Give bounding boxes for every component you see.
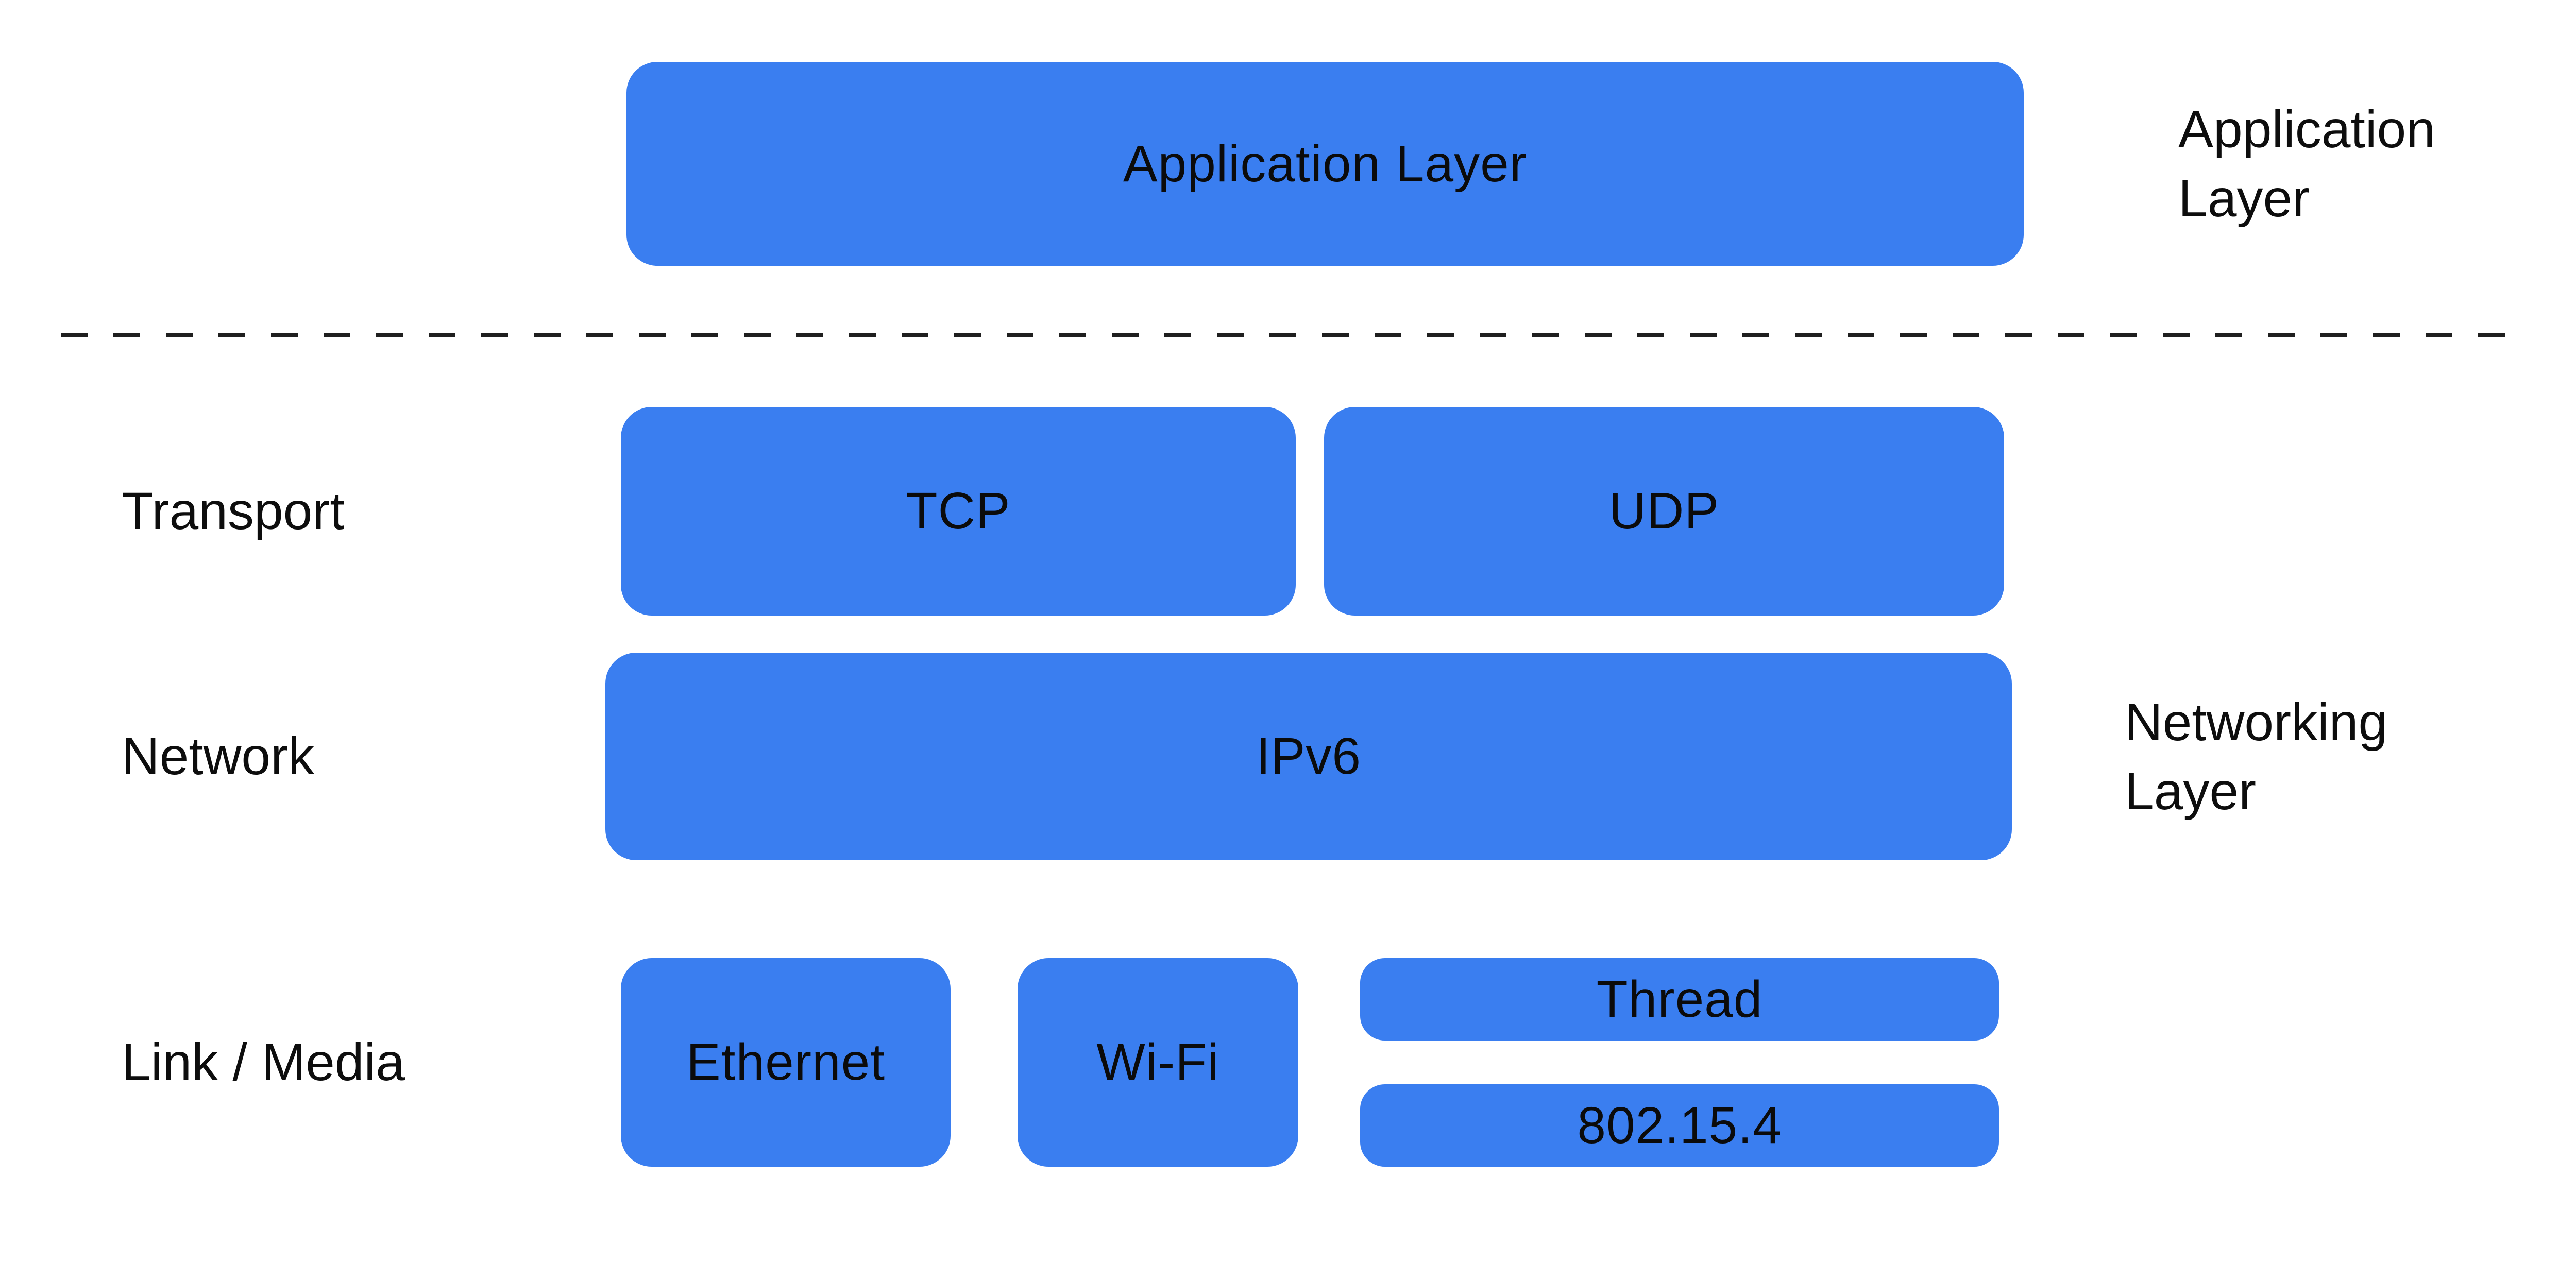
wifi-box: Wi-Fi (1018, 958, 1298, 1167)
networking-side-label-line2: Layer (2125, 761, 2257, 821)
ethernet-box-label: Ethernet (686, 1033, 886, 1091)
network-row-label-text: Network (122, 727, 315, 786)
transport-row-label-text: Transport (122, 482, 345, 540)
network-row-label: Network (122, 653, 314, 860)
link-media-row-label: Link / Media (122, 958, 405, 1167)
ieee-802-15-4-box: 802.15.4 (1360, 1084, 1999, 1167)
link-media-row-label-text: Link / Media (122, 1033, 405, 1092)
tcp-box: TCP (621, 407, 1296, 616)
ipv6-box: IPv6 (605, 653, 2012, 860)
wifi-box-label: Wi-Fi (1096, 1033, 1219, 1091)
application-layer-box: Application Layer (626, 62, 2024, 266)
transport-row-label: Transport (122, 407, 345, 616)
application-side-label-line2: Layer (2178, 169, 2310, 228)
application-layer-box-label: Application Layer (1123, 134, 1528, 193)
udp-box: UDP (1324, 407, 2004, 616)
tcp-box-label: TCP (906, 482, 1011, 540)
application-layer-side-label: Application Layer (2178, 62, 2435, 266)
networking-layer-side-label: Networking Layer (2125, 653, 2387, 860)
ieee-802-15-4-box-label: 802.15.4 (1577, 1096, 1782, 1154)
dashed-separator-line (61, 333, 2514, 337)
ethernet-box: Ethernet (621, 958, 951, 1167)
thread-box: Thread (1360, 958, 1999, 1041)
thread-box-label: Thread (1596, 970, 1763, 1028)
ipv6-box-label: IPv6 (1256, 727, 1362, 785)
udp-box-label: UDP (1608, 482, 1720, 540)
application-side-label-line1: Application (2178, 100, 2435, 159)
networking-side-label-line1: Networking (2125, 692, 2388, 752)
